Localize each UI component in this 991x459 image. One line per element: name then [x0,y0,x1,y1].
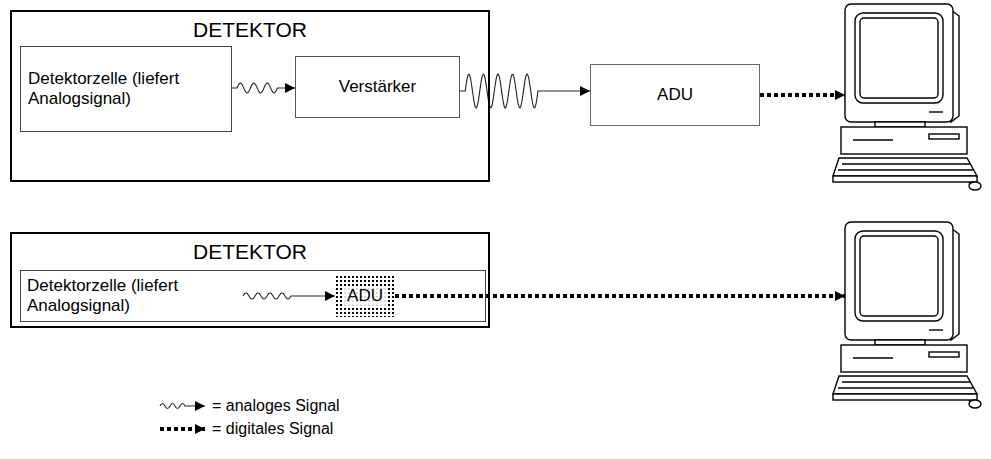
detector-cell: ADU Detektorzelle (liefert Analogsignal) [20,270,486,322]
node-label: ADU [344,286,386,306]
adc-box: ADU [590,64,760,126]
digital-signal-arrow [760,93,845,97]
node-label: Verstärker [339,77,416,97]
computer-icon [833,4,981,190]
node-label: ADU [657,85,693,105]
legend-analog-sample [160,404,205,409]
integrated-adc: ADU [335,275,395,317]
legend-entry: = analoges Signal [212,396,340,415]
analog-signal-wave [243,293,335,299]
analog-signal-wave [460,74,590,108]
legend-label: = analoges Signal [212,397,340,414]
computer-icon [833,222,981,408]
detector-cell: Detektorzelle (liefert Analogsignal) [20,46,232,132]
analog-signal-wave [232,83,295,93]
node-label: Detektorzelle (liefert Analogsignal) [27,276,192,317]
node-label: DETEKTOR [193,239,307,264]
amplifier-box: Verstärker [295,56,460,118]
digital-signal-arrow [395,294,845,298]
connector-layer [232,74,590,108]
node-label: Detektorzelle (liefert Analogsignal) [28,69,193,110]
layout-art [160,4,981,429]
node-label: DETEKTOR [193,17,307,42]
legend-digital-sample [160,427,205,431]
legend-entry: = digitales Signal [212,419,333,438]
legend-label: = digitales Signal [212,420,333,437]
detector-housing: Detektorzelle (liefert Analogsignal) Vers… [10,10,490,182]
detector-housing: ADU Detektorzelle (liefert Analogsignal)D… [10,232,490,328]
